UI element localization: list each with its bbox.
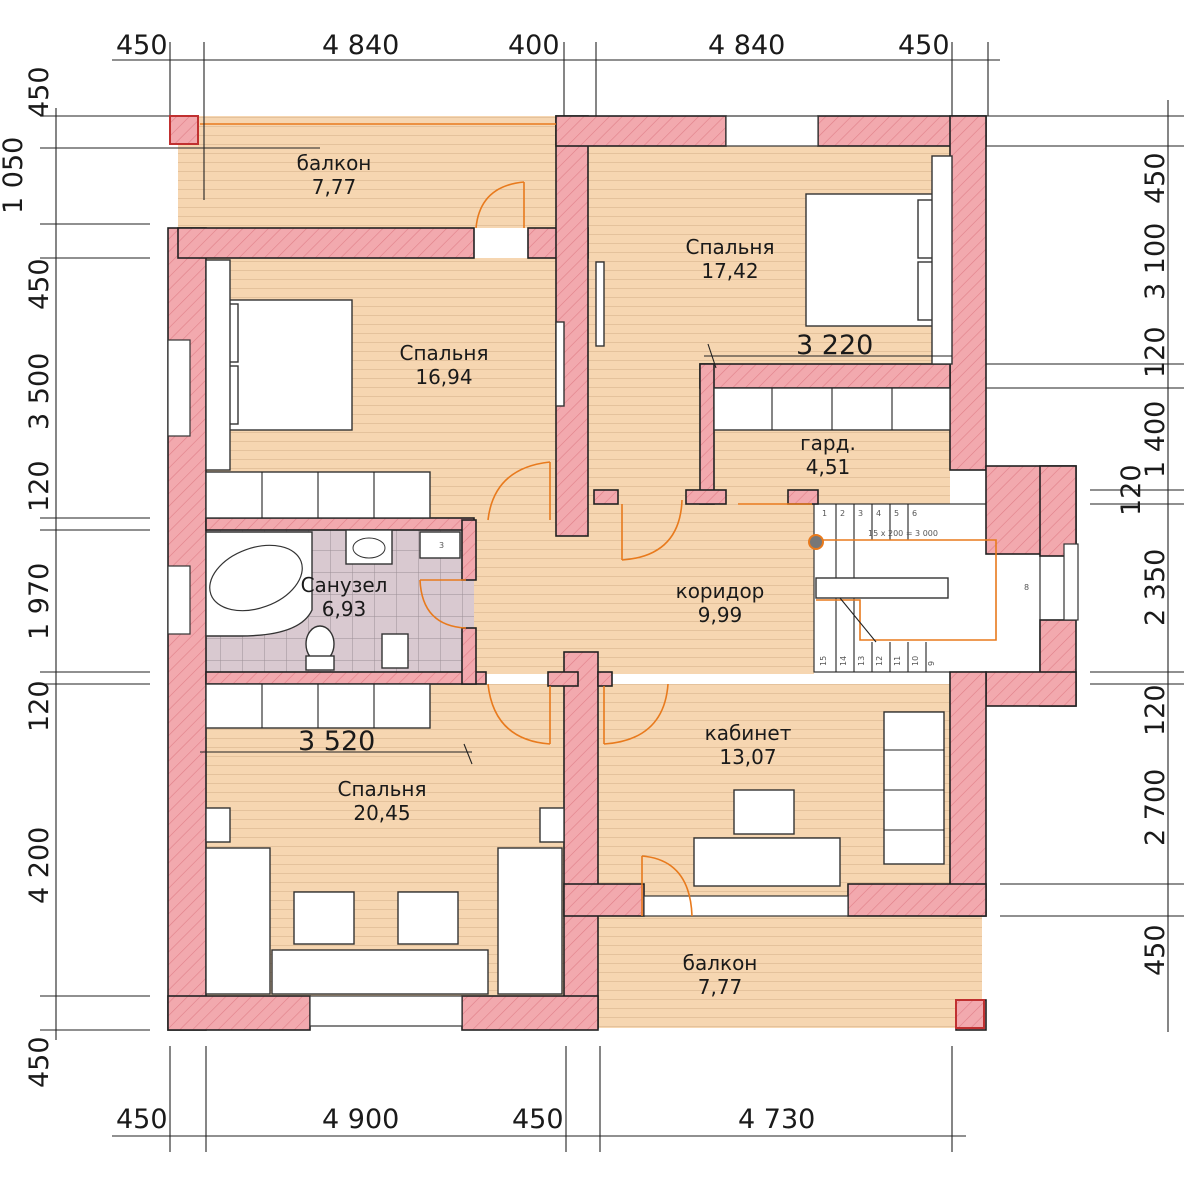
- dim-right-5: 120: [1116, 464, 1147, 516]
- room-area-corridor: 9,99: [698, 603, 743, 627]
- room-name-balcony-top: балкон: [297, 151, 372, 175]
- room-area-bathroom: 6,93: [322, 597, 367, 621]
- room-name-wardrobe: гард.: [800, 431, 856, 455]
- bed-ne: [805, 155, 953, 365]
- dim-left-8: 4 200: [24, 827, 55, 904]
- dim-top-5: 450: [898, 30, 950, 61]
- doors: [419, 181, 812, 917]
- room-name-office: кабинет: [705, 721, 792, 745]
- corner-post-se: [955, 999, 985, 1029]
- dim-right-7: 120: [1140, 684, 1171, 736]
- dim-top-4: 4 840: [708, 30, 785, 61]
- dim-right-4: 1 400: [1140, 401, 1171, 478]
- room-area-bedroom-ne: 17,42: [701, 259, 758, 283]
- sliding-doors: [555, 261, 605, 407]
- office-sofa: [883, 711, 945, 865]
- dim-top-3: 400: [508, 30, 560, 61]
- bath-note: 3: [439, 541, 444, 550]
- stair-landing: 8: [1024, 583, 1029, 592]
- dim-chain-bottom: 450 4 900 450 4 730: [112, 1046, 966, 1152]
- corner-post-nw: [169, 115, 199, 145]
- dim-right-3: 120: [1140, 326, 1171, 378]
- room-name-balcony-bottom: балкон: [683, 951, 758, 975]
- stair-step-number: 2: [840, 509, 845, 518]
- stair-note: 15 х 200 = 3 000: [868, 529, 938, 538]
- room-area-bedroom-sw: 20,45: [353, 801, 410, 825]
- room-name-bathroom: Санузел: [301, 573, 388, 597]
- stair: [808, 504, 997, 672]
- dim-right-2: 3 100: [1140, 223, 1171, 300]
- room-area-wardrobe: 4,51: [806, 455, 851, 479]
- dim-top-2: 4 840: [322, 30, 399, 61]
- room-area-balcony-bottom: 7,77: [698, 975, 743, 999]
- stair-step-number: 10: [911, 656, 920, 666]
- stair-step-number: 14: [839, 656, 848, 666]
- room-labels: балкон 7,77 Спальня 17,42 Спальня 16,94 …: [297, 151, 856, 999]
- dim-labels-right: 450 3 100 120 1 400 120 2 350 120 2 700 …: [1116, 152, 1171, 976]
- dim-left-9: 450: [24, 1036, 55, 1088]
- stair-step-number: 11: [893, 656, 902, 666]
- dim-left-4: 3 500: [24, 353, 55, 430]
- bath-cabinet: [419, 531, 461, 559]
- beds-sw: [205, 807, 565, 995]
- bed-w: [205, 259, 353, 471]
- dim-chain-right: [986, 100, 1184, 1032]
- dim-left-7: 120: [24, 680, 55, 732]
- stair-step-number: 3: [858, 509, 863, 518]
- dim-inner-sw: 3 520: [298, 726, 375, 757]
- dim-bottom-4: 4 730: [738, 1104, 815, 1135]
- inner-dimensions: 3 220 3 520: [200, 330, 952, 765]
- room-name-bedroom-ne: Спальня: [686, 235, 775, 259]
- stair-step-number: 13: [857, 656, 866, 666]
- dim-left-2: 1 050: [0, 137, 29, 214]
- dim-right-8: 2 700: [1140, 769, 1171, 846]
- dim-left-3: 450: [24, 258, 55, 310]
- dim-top-1: 450: [116, 30, 168, 61]
- dim-right-9: 450: [1140, 924, 1171, 976]
- toilet: [305, 625, 409, 671]
- sink: [345, 529, 393, 565]
- dim-labels-left: 450 1 050 450 3 500 120 1 970 120 4 200 …: [0, 66, 55, 1088]
- dim-chain-left: [40, 108, 320, 1040]
- dim-inner-ne: 3 220: [796, 330, 873, 361]
- stair-step-number: 6: [912, 509, 917, 518]
- stair-step-number: 4: [876, 509, 881, 518]
- dim-left-5: 120: [24, 460, 55, 512]
- room-name-bedroom-sw: Спальня: [338, 777, 427, 801]
- room-name-bedroom-w: Спальня: [400, 341, 489, 365]
- room-name-corridor: коридор: [676, 579, 765, 603]
- dim-left-6: 1 970: [24, 563, 55, 640]
- stair-step-number: 9: [927, 661, 936, 666]
- wardrobe-row-sw: [205, 683, 431, 729]
- wardrobe-row-w: [205, 471, 431, 519]
- wardrobe-row-gard: [713, 387, 951, 431]
- dim-bottom-1: 450: [116, 1104, 168, 1135]
- dim-chain-top: 450 4 840 400 4 840 450: [112, 30, 1000, 200]
- dim-bottom-3: 450: [512, 1104, 564, 1135]
- bathtub: [205, 531, 313, 637]
- room-area-office: 13,07: [719, 745, 776, 769]
- stair-step-number: 5: [894, 509, 899, 518]
- office-desk: [693, 789, 841, 887]
- dim-right-6: 2 350: [1140, 549, 1171, 626]
- dim-bottom-2: 4 900: [322, 1104, 399, 1135]
- stair-step-number: 12: [875, 656, 884, 666]
- room-area-balcony-top: 7,77: [312, 175, 357, 199]
- stair-step-number: 1: [822, 509, 827, 518]
- dim-left-1: 450: [24, 66, 55, 118]
- stair-step-number: 15: [819, 656, 828, 666]
- room-area-bedroom-w: 16,94: [415, 365, 472, 389]
- dim-right-1: 450: [1140, 152, 1171, 204]
